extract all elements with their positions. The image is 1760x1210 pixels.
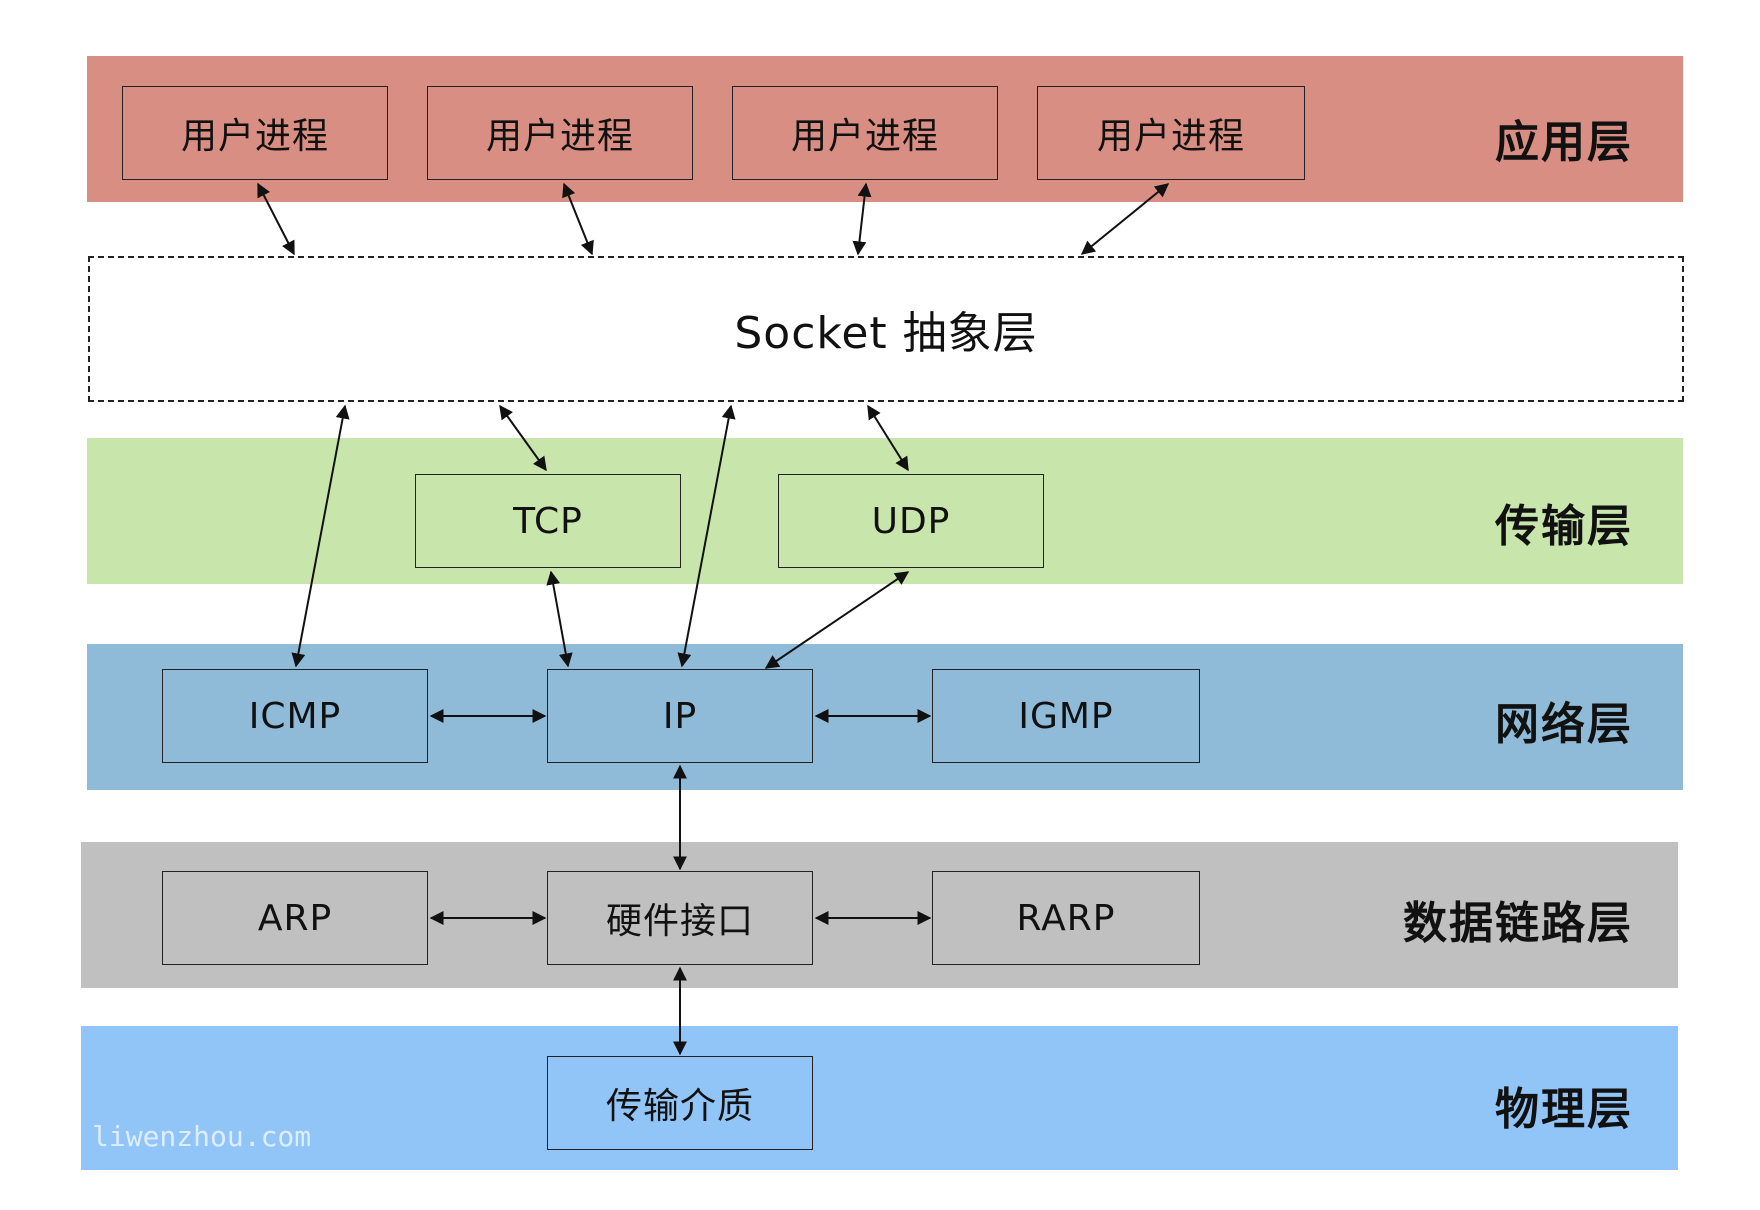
physical-layer-band (81, 1026, 1678, 1170)
rarp-box: RARP (932, 871, 1200, 965)
ip-box: IP (547, 669, 813, 763)
physical-layer-label: 物理层 (1495, 1084, 1633, 1135)
application-layer-label: 应用层 (1495, 117, 1633, 168)
datalink-layer-label: 数据链路层 (1403, 898, 1633, 949)
user-process-box-3: 用户进程 (732, 86, 998, 180)
icmp-box: ICMP (162, 669, 428, 763)
user-process-box-1: 用户进程 (122, 86, 388, 180)
watermark-text: liwenzhou.com (92, 1120, 312, 1153)
socket-layer-label: Socket 抽象层 (734, 308, 1038, 359)
igmp-box: IGMP (932, 669, 1200, 763)
socket-layer-band (88, 256, 1684, 402)
arp-box: ARP (162, 871, 428, 965)
user-process-box-4: 用户进程 (1037, 86, 1305, 180)
udp-box: UDP (778, 474, 1044, 568)
network-layer-label: 网络层 (1495, 699, 1633, 750)
hardware-interface-box: 硬件接口 (547, 871, 813, 965)
transport-layer-label: 传输层 (1495, 501, 1633, 552)
tcp-box: TCP (415, 474, 681, 568)
user-process-box-2: 用户进程 (427, 86, 693, 180)
transmission-medium-box: 传输介质 (547, 1056, 813, 1150)
application-layer-band (87, 56, 1683, 202)
